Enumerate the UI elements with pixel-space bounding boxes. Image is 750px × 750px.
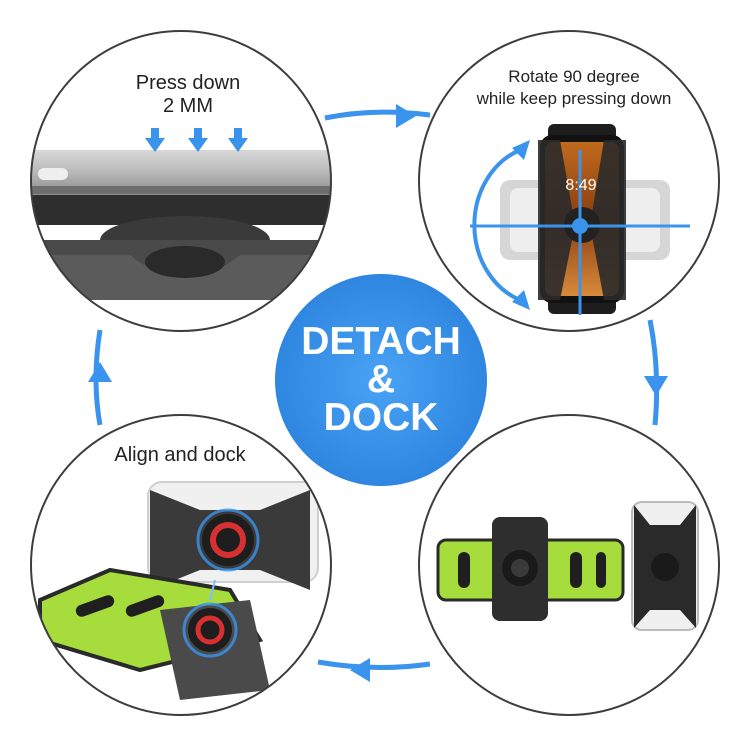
arrow-down-icon [188, 128, 208, 152]
step-docked-circle [418, 414, 720, 716]
step-press-panel [31, 31, 331, 331]
align-caption: Align and dock [114, 444, 246, 466]
cycle-arrows [93, 109, 660, 671]
step-press-circle [30, 30, 332, 332]
arrow-down-icon [145, 128, 165, 152]
arrow-right [647, 319, 660, 426]
arrow-down-icon [644, 376, 668, 396]
arrow-left-icon [350, 658, 370, 682]
press-caption-line1: Press down [135, 72, 241, 94]
rotate-caption-line2: while keep pressing down [476, 89, 672, 108]
magnet-icon [195, 615, 225, 645]
arrow-down-icon [228, 128, 248, 152]
rotate-arrow-icon [472, 148, 521, 302]
press-caption-line2: 2 MM [163, 95, 213, 117]
press-caption: Press down 2 MM [88, 72, 288, 118]
arrow-right-icon [396, 104, 416, 128]
magnet-icon [210, 522, 246, 558]
center-title: DETACH & DOCK [276, 290, 486, 470]
center-title-line3: DOCK [323, 396, 439, 439]
phone-time: 8:49 [565, 177, 596, 194]
center-circle [275, 274, 487, 486]
step-align-circle [30, 414, 332, 716]
arrow-up-icon [88, 362, 112, 382]
arrow-bottom [317, 659, 431, 671]
rotate-caption: Rotate 90 degree while keep pressing dow… [455, 66, 693, 110]
rotate-caption-line1: Rotate 90 degree [508, 67, 640, 86]
step-docked-panel [419, 415, 719, 715]
arrow-top [324, 109, 431, 121]
center-title-line1: DETACH [301, 320, 461, 363]
step-rotate-circle [418, 30, 720, 332]
center-title-line2: & [366, 358, 396, 401]
step-rotate-panel [419, 31, 719, 331]
